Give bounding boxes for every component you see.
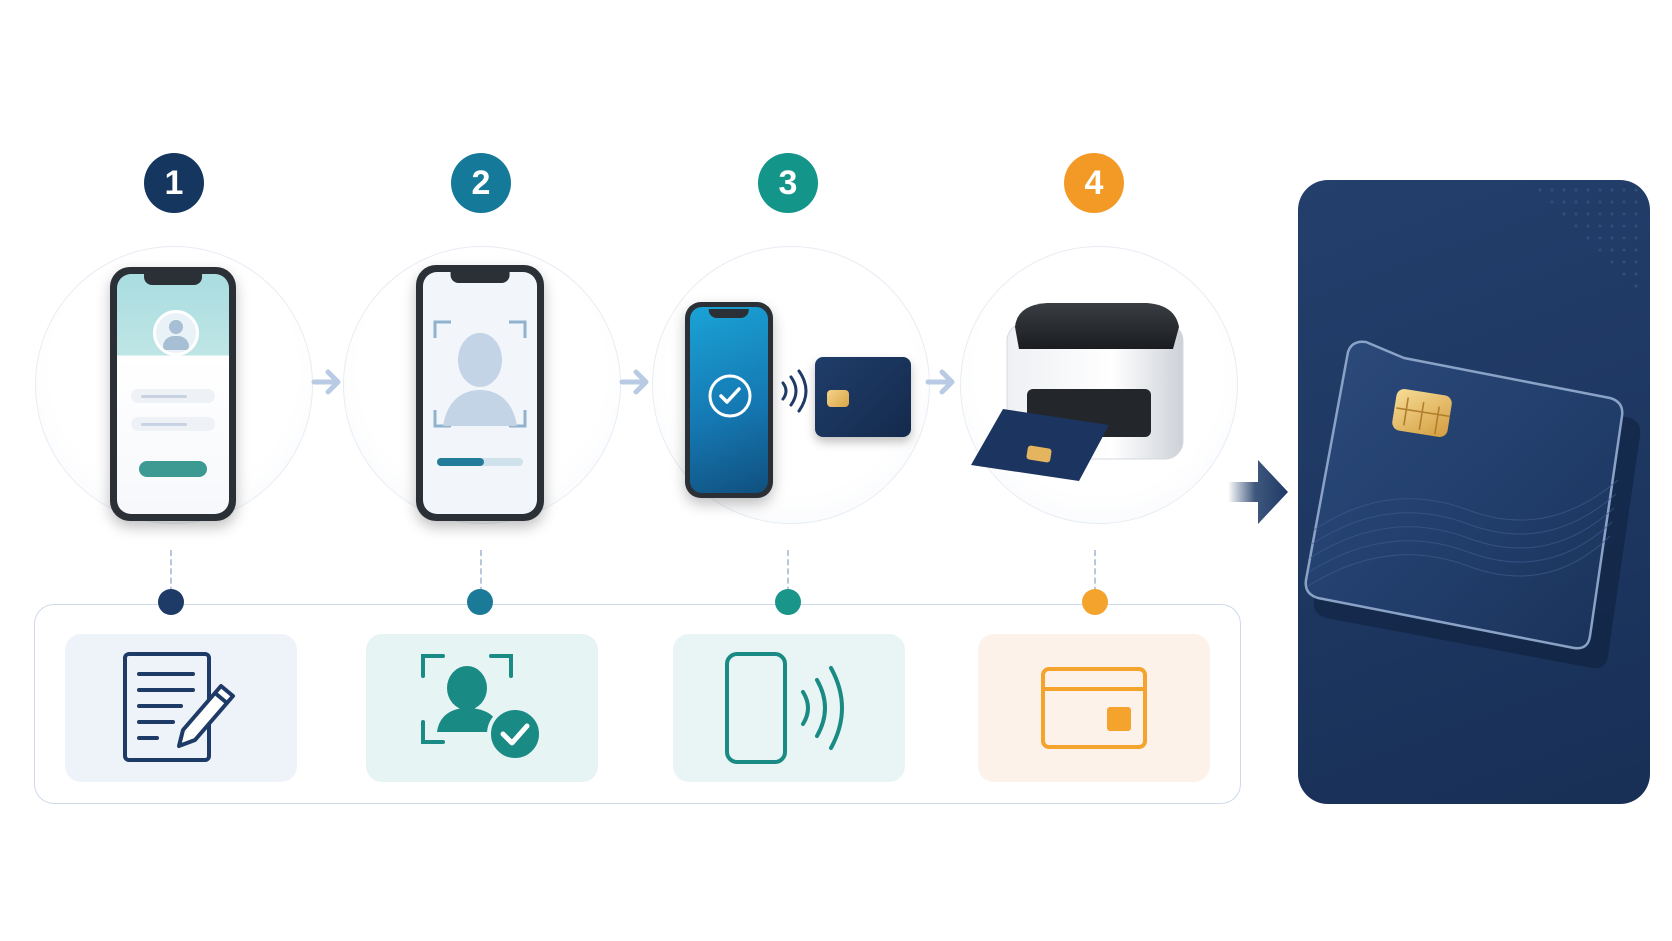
nfc-phone — [685, 302, 773, 498]
arrow-right-icon — [311, 369, 341, 395]
step-3-badge: 3 — [758, 153, 818, 213]
step-2-dot — [467, 589, 493, 615]
step-4-badge: 4 — [1064, 153, 1124, 213]
nfc-phone-icon — [725, 652, 844, 764]
nfc-waves-icon — [781, 369, 808, 413]
step-4-illustration — [960, 246, 1238, 524]
card-chip-icon — [827, 390, 849, 407]
scan-progress-bar — [437, 458, 523, 466]
check-circle-icon — [708, 374, 752, 418]
arrow-right-icon — [619, 369, 649, 395]
step-3-tile — [673, 634, 905, 782]
step-1-tile — [65, 634, 297, 782]
step-4-dot — [1082, 589, 1108, 615]
arrow-right-icon — [1228, 460, 1288, 524]
smart-card-small — [815, 357, 911, 437]
step-3-illustration — [652, 246, 930, 524]
step-2-tile — [366, 634, 598, 782]
card-icon — [1041, 667, 1147, 749]
step-3-dot — [775, 589, 801, 615]
form-edit-icon — [123, 652, 235, 762]
step-1-dot — [158, 589, 184, 615]
face-scan-phone — [416, 265, 544, 521]
step-1-badge: 1 — [144, 153, 204, 213]
connector-line — [170, 550, 172, 602]
steps-panel — [34, 604, 1241, 804]
dot-pattern — [1538, 188, 1638, 288]
final-card-panel — [1298, 180, 1650, 804]
connector-line — [480, 550, 482, 602]
step-4-tile — [978, 634, 1210, 782]
registration-phone — [110, 267, 236, 521]
card-chip-icon — [1392, 389, 1452, 437]
step-2-badge: 2 — [451, 153, 511, 213]
submit-button — [139, 461, 207, 477]
form-field — [131, 389, 215, 403]
step-2-illustration — [343, 246, 621, 524]
connector-line — [787, 550, 789, 602]
form-field — [131, 417, 215, 431]
connector-line — [1094, 550, 1096, 602]
step-1-illustration — [35, 246, 313, 524]
face-scan-icon — [433, 320, 527, 428]
arrow-right-icon — [925, 369, 955, 395]
card-printer-icon — [971, 303, 1184, 481]
user-avatar-icon — [153, 310, 199, 356]
smart-card-large — [1304, 340, 1641, 669]
face-verify-icon — [421, 654, 543, 762]
